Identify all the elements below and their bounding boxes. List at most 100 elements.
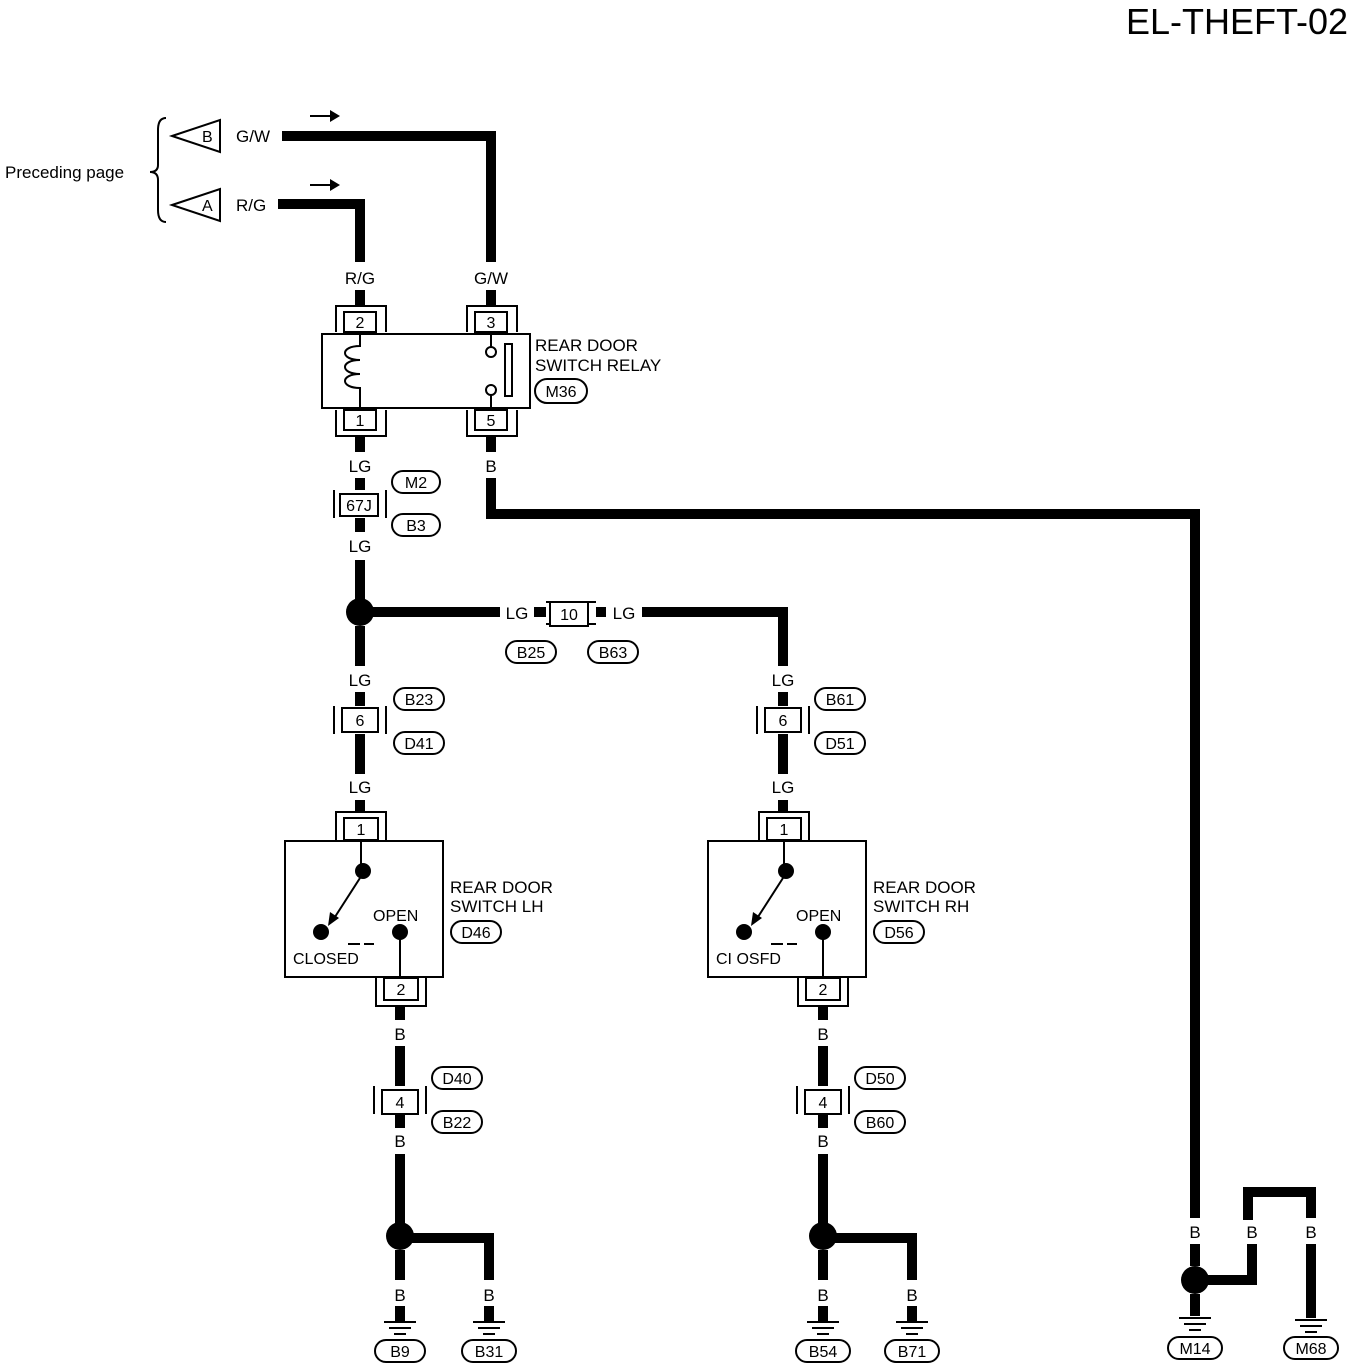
relay-armature-icon (504, 343, 513, 397)
wire-label-lg-cross-right: LG (613, 604, 636, 623)
connector-id-b61: B61 (826, 692, 855, 709)
preceding-page-brace (149, 117, 167, 223)
switch-pivot-icon (778, 863, 794, 879)
wire-b-relay-to-ground (486, 478, 1200, 1218)
preceding-page-label: Preceding page (5, 163, 124, 182)
connector-id-d41: D41 (404, 736, 433, 753)
connector-id-m2: M2 (405, 475, 427, 492)
switch-rh-name-line2: SWITCH RH (873, 897, 969, 916)
relay-pin-1: 1 (356, 413, 365, 430)
terminal-b-letter: B (202, 129, 213, 146)
wire-gw (282, 131, 496, 262)
input-terminal-a: A R/G (168, 179, 340, 223)
connector-4-right: 4 D50 B60 (796, 1066, 906, 1134)
svg-text:6: 6 (356, 713, 365, 730)
ground-icon (807, 1321, 839, 1335)
svg-text:10: 10 (560, 607, 578, 624)
switch-rh-closed-label: CI OSFD (716, 951, 781, 968)
switch-contact-closed-icon (736, 924, 752, 940)
wire-label-b-right-switch: B (817, 1025, 828, 1044)
switch-lh-open-label: OPEN (373, 908, 418, 925)
ground-b31: B31 (461, 1306, 517, 1363)
page-title: EL-THEFT-02 (1126, 1, 1348, 42)
wire-label-rg-input: R/G (236, 196, 266, 215)
relay-name-line2: SWITCH RELAY (535, 356, 661, 375)
wire-label-b-far-b: B (1246, 1223, 1257, 1242)
wire-label-b-right-after: B (817, 1132, 828, 1151)
connector-4-left: 4 D40 B22 (373, 1066, 483, 1134)
wire-label-b-left-after: B (394, 1132, 405, 1151)
ground-icon (1179, 1317, 1211, 1331)
wire-label-b-gnd-b31: B (483, 1286, 494, 1305)
cross-connector-10: 10 B25 B63 (505, 601, 639, 664)
svg-text:B71: B71 (898, 1344, 927, 1361)
switch-lh-name-line1: REAR DOOR (450, 878, 553, 897)
wire-label-lg-relay: LG (349, 457, 372, 476)
svg-text:B9: B9 (390, 1344, 410, 1361)
joint-connector-67j: 67J M2 B3 (333, 470, 441, 537)
wire-label-b-left-switch: B (394, 1025, 405, 1044)
relay-contact-icon (485, 346, 497, 358)
relay-name-line1: REAR DOOR (535, 336, 638, 355)
ground-m68: M68 (1283, 1319, 1339, 1360)
ground-icon (896, 1321, 928, 1335)
svg-text:M68: M68 (1295, 1341, 1326, 1358)
switch-lh-pin-2: 2 (397, 982, 406, 999)
connector-id-b60: B60 (866, 1115, 895, 1132)
wire-label-lg-right-switch: LG (772, 778, 795, 797)
switch-rh-connector-id: D56 (884, 925, 913, 942)
wire-label-b-far-c: B (1305, 1223, 1316, 1242)
wire-label-lg-left-switch: LG (349, 778, 372, 797)
ground-b54: B54 (795, 1306, 851, 1363)
wire-label-lg-left-upper: LG (349, 671, 372, 690)
switch-lh-pin-1: 1 (357, 822, 366, 839)
wire-label-b-gnd-b71: B (906, 1286, 917, 1305)
connector-id-b25: B25 (517, 645, 546, 662)
switch-lh-connector-id: D46 (461, 925, 490, 942)
switch-rh-open-label: OPEN (796, 908, 841, 925)
splice-point-icon (386, 1222, 414, 1250)
wire-label-lg-cross-left: LG (506, 604, 529, 623)
svg-text:67J: 67J (346, 498, 372, 515)
svg-text:B54: B54 (809, 1344, 838, 1361)
splice-point-icon (346, 598, 374, 626)
connector-id-b23: B23 (405, 692, 434, 709)
relay-pin-2: 2 (356, 315, 365, 332)
connector-id-b63: B63 (599, 645, 628, 662)
ground-b9: B9 (374, 1306, 426, 1363)
switch-contact-closed-icon (313, 924, 329, 940)
ground-b71: B71 (884, 1306, 940, 1363)
splice-point-icon (809, 1222, 837, 1250)
rear-door-switch-relay: 2 3 1 5 REAR DOOR SWITCH RELAY M36 (321, 305, 661, 437)
ground-m14: M14 (1167, 1294, 1223, 1360)
connector-id-b22: B22 (443, 1115, 472, 1132)
connector-id-b3: B3 (406, 518, 426, 535)
switch-rh-pin-1: 1 (780, 822, 789, 839)
terminal-flag-icon (168, 187, 221, 223)
svg-text:4: 4 (396, 1095, 405, 1112)
rear-door-switch-lh: 1 2 OPEN CLOSED REAR DOOR SWITCH LH D46 (284, 811, 553, 1007)
svg-text:6: 6 (779, 713, 788, 730)
wire-label-gw-input: G/W (236, 127, 270, 146)
terminal-a-letter: A (202, 198, 213, 215)
svg-text:M14: M14 (1179, 1341, 1210, 1358)
connector-6-right: 6 B61 D51 (756, 687, 866, 755)
switch-lh-name-line2: SWITCH LH (450, 897, 544, 916)
wire-label-b-relay: B (485, 457, 496, 476)
wire-label-lg-right-upper: LG (772, 671, 795, 690)
connector-id-d50: D50 (865, 1071, 894, 1088)
relay-pin-5: 5 (487, 413, 496, 430)
connector-id-d51: D51 (825, 736, 854, 753)
rear-door-switch-rh: 1 2 OPEN CI OSFD REAR DOOR SWITCH RH D56 (707, 811, 976, 1007)
splice-point-icon (1181, 1266, 1209, 1294)
wire-label-gw: G/W (474, 269, 508, 288)
relay-coil-icon (344, 334, 361, 408)
input-terminal-b: B G/W (168, 110, 340, 154)
connector-id-d40: D40 (442, 1071, 471, 1088)
switch-pivot-icon (355, 863, 371, 879)
svg-text:B31: B31 (475, 1344, 504, 1361)
wire-label-b-far-a: B (1189, 1223, 1200, 1242)
switch-lh-closed-label: CLOSED (293, 951, 359, 968)
switch-rh-name-line1: REAR DOOR (873, 878, 976, 897)
